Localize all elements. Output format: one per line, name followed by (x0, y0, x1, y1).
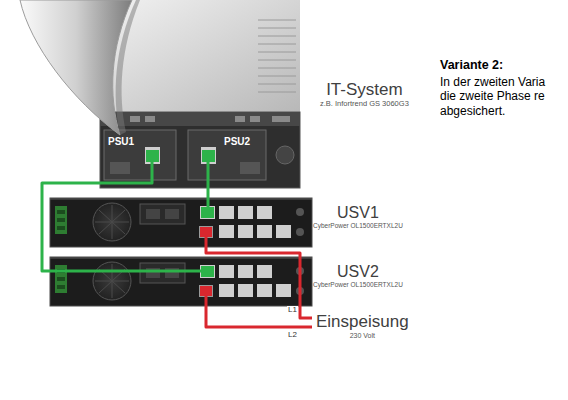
note-text: In der zweiten Varia die zweite Phase re… (440, 75, 560, 118)
phase-label: L1 (287, 306, 298, 315)
system-name: IT-System (320, 80, 409, 100)
note-heading: Variante 2: (440, 58, 503, 73)
power-cable (206, 306, 312, 327)
model-name: CyberPower OL1500ERTXL2U (313, 281, 403, 288)
power-cable (206, 247, 312, 318)
device-box: USV1CyberPower OL1500ERTXL2U (48, 198, 407, 247)
part-name: PSU1 (108, 136, 134, 148)
label-group: USV1CyberPower OL1500ERTXL2U (313, 204, 403, 230)
model-name: CyberPower OL1500ERTXL2U (313, 222, 403, 229)
device-box: IT-Systemz.B. Infortrend GS 3060G3 (20, 0, 420, 190)
label-group: IT-Systemz.B. Infortrend GS 3060G3 (320, 80, 409, 108)
ups-name: USV2 (313, 263, 403, 281)
server-chassis (100, 0, 300, 188)
ups-unit (50, 198, 312, 247)
ups-name: USV1 (313, 204, 403, 222)
label-group: Einspeisung230 Volt (316, 312, 409, 340)
supply-name: Einspeisung (316, 312, 409, 332)
part-name: PSU2 (224, 136, 250, 148)
cable-stub (42, 160, 208, 306)
voltage-note: 230 Volt (316, 332, 409, 340)
label-group: USV2CyberPower OL1500ERTXL2U (313, 263, 403, 289)
phase-label: L2 (287, 331, 298, 340)
device-box: USV2CyberPower OL1500ERTXL2U (48, 257, 407, 306)
power-cable (207, 190, 210, 198)
model-name: z.B. Infortrend GS 3060G3 (320, 100, 409, 109)
page-curl (20, 0, 132, 135)
ups-unit (50, 257, 312, 306)
power-cable (42, 190, 48, 271)
curl-shadow (116, 0, 140, 135)
device-box: Einspeisung230 Volt (312, 311, 413, 347)
